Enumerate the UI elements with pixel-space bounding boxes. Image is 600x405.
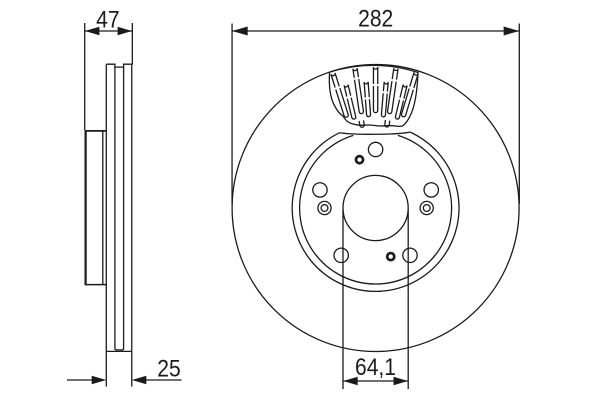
svg-text:282: 282 [358,4,393,32]
svg-text:64,1: 64,1 [355,352,396,380]
svg-text:25: 25 [157,354,180,382]
svg-text:47: 47 [96,5,119,33]
